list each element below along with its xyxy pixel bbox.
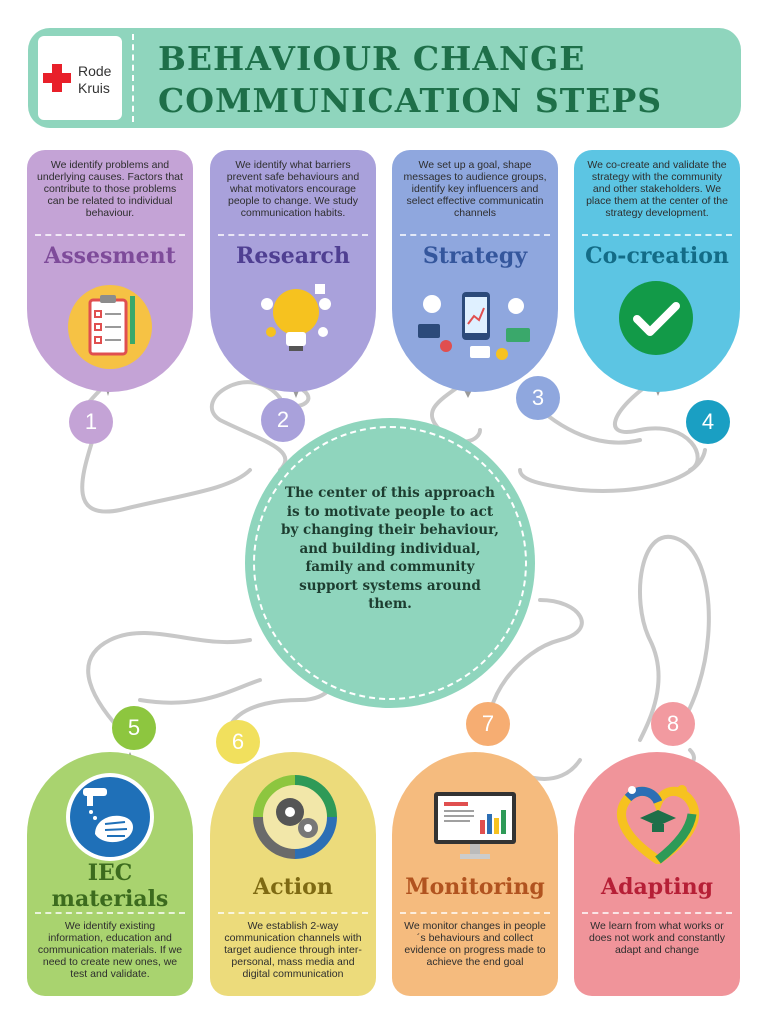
step-description: We identify what barriers prevent safe b…	[226, 159, 360, 219]
step-name: Strategy	[422, 243, 528, 269]
step-number-badge: 3	[516, 376, 560, 420]
logo-text: Rode Kruis	[78, 63, 111, 97]
step-card-research: We identify what barriers prevent safe b…	[210, 150, 376, 392]
step-number-badge: 5	[112, 706, 156, 750]
step-card-iec-materials: IEC materials We identify existing infor…	[27, 752, 193, 996]
title-line1: BEHAVIOUR CHANGE	[158, 39, 586, 78]
center-dashed-ring	[253, 426, 527, 700]
card-divider	[400, 234, 550, 236]
gears-icon	[253, 775, 337, 859]
step-number-badge: 6	[216, 720, 260, 764]
step-number-badge: 2	[261, 398, 305, 442]
logo-line2: Kruis	[78, 80, 110, 96]
card-divider	[218, 234, 368, 236]
step-card-monitoring: Monitoring We monitor changes in people´…	[392, 752, 558, 996]
checkmark-icon	[619, 281, 693, 355]
strategy-devices-icon	[418, 292, 530, 360]
step-description: We identify existing information, educat…	[37, 920, 183, 980]
step-card-strategy: We set up a goal, shape messages to audi…	[392, 150, 558, 392]
step-number-badge: 1	[69, 400, 113, 444]
step-name: Action	[253, 874, 333, 900]
step-description: We identify problems and underlying caus…	[37, 159, 183, 219]
clipboard-checklist-icon	[68, 285, 152, 369]
monitor-chart-icon	[434, 792, 516, 859]
step-name: Monitoring	[405, 874, 545, 900]
step-number-badge: 7	[466, 702, 510, 746]
step-name: Adapting	[601, 874, 713, 900]
step-name: Assesment	[44, 243, 176, 269]
step-card-action: Action We establish 2-way communication …	[210, 752, 376, 996]
step-description: We co-create and validate the strategy w…	[586, 159, 728, 219]
card-divider	[582, 234, 732, 236]
handwashing-icon	[66, 773, 154, 861]
heart-learning-icon	[617, 785, 699, 864]
card-divider	[35, 234, 185, 236]
card-divider	[218, 912, 368, 914]
step-description: We establish 2-way communication channel…	[224, 920, 362, 980]
step-card-adapting: Adapting We learn from what works or doe…	[574, 752, 740, 996]
card-divider	[582, 912, 732, 914]
logo-line1: Rode	[78, 63, 112, 79]
step-name: IEC materials	[51, 860, 169, 912]
step-number-badge: 4	[686, 400, 730, 444]
step-description: We monitor changes in people´s behaviour…	[404, 920, 546, 968]
center-text: The center of this approach is to motiva…	[281, 485, 499, 612]
card-divider	[35, 912, 185, 914]
step-description: We set up a goal, shape messages to audi…	[403, 159, 547, 219]
lightbulb-icon	[261, 284, 331, 351]
step-description: We learn from what works or does not wor…	[589, 920, 725, 956]
red-cross-icon-bar	[43, 73, 71, 83]
step-name: Co-creation	[585, 243, 729, 269]
center-circle: The center of this approach is to motiva…	[245, 418, 535, 708]
page-title: BEHAVIOUR CHANGE COMMUNICATION STEPS	[158, 38, 718, 122]
header-banner	[28, 28, 741, 128]
step-number-badge: 8	[651, 702, 695, 746]
step-card-co-creation: We co-create and validate the strategy w…	[574, 150, 740, 392]
header-divider	[132, 34, 134, 122]
title-line2: COMMUNICATION STEPS	[158, 81, 663, 120]
step-name: Research	[236, 243, 350, 269]
step-card-assesment: We identify problems and underlying caus…	[27, 150, 193, 392]
card-divider	[400, 912, 550, 914]
